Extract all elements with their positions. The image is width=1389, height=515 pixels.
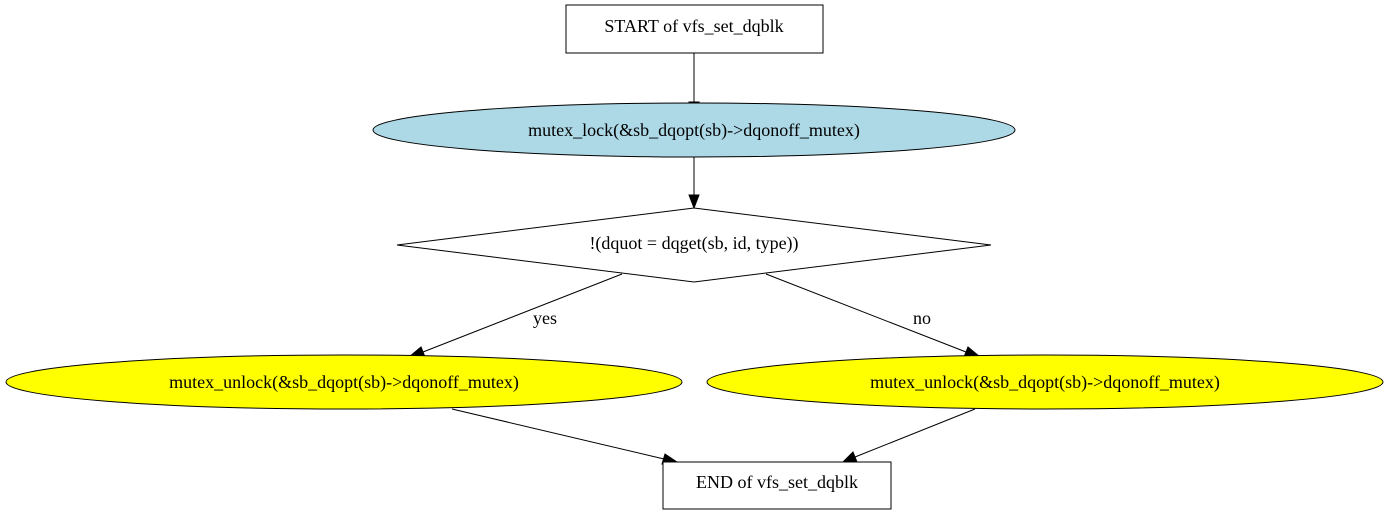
- unlock-yes-label: mutex_unlock(&sb_dqopt(sb)->dqonoff_mute…: [169, 372, 519, 393]
- arrowhead-lock-to-decision: [688, 194, 700, 210]
- edge-label-no: no: [913, 308, 931, 328]
- edge-unlock-no-to-end: [854, 408, 976, 458]
- decision-label: !(dquot = dqget(sb, id, type)): [589, 233, 798, 254]
- unlock-no-label: mutex_unlock(&sb_dqopt(sb)->dqonoff_mute…: [870, 372, 1220, 393]
- start-box: [565, 4, 824, 54]
- node-end: END of vfs_set_dqblk: [662, 461, 892, 510]
- lock-label: mutex_lock(&sb_dqopt(sb)->dqonoff_mutex): [528, 120, 860, 141]
- edge-decision-to-unlock-no: [765, 273, 967, 353]
- unlock-no-ellipse: [706, 354, 1384, 410]
- lock-ellipse: [372, 102, 1016, 158]
- start-label: START of vfs_set_dqblk: [604, 16, 783, 36]
- edge-decision-to-unlock-yes: [422, 273, 623, 353]
- unlock-yes-ellipse: [5, 354, 683, 410]
- edge-unlock-yes-to-end: [451, 408, 665, 460]
- edge-label-yes: yes: [533, 308, 557, 328]
- decision-diamond: [396, 207, 992, 283]
- node-decision: !(dquot = dqget(sb, id, type)): [396, 207, 992, 283]
- edges: yes no: [407, 53, 982, 465]
- node-lock: mutex_lock(&sb_dqopt(sb)->dqonoff_mutex): [372, 102, 1016, 158]
- arrowhead-unlock-no-to-end: [841, 451, 858, 463]
- node-start: START of vfs_set_dqblk: [565, 4, 824, 54]
- node-unlock-yes: mutex_unlock(&sb_dqopt(sb)->dqonoff_mute…: [5, 354, 683, 410]
- end-label: END of vfs_set_dqblk: [696, 472, 858, 492]
- end-box: [662, 461, 892, 510]
- node-unlock-no: mutex_unlock(&sb_dqopt(sb)->dqonoff_mute…: [706, 354, 1384, 410]
